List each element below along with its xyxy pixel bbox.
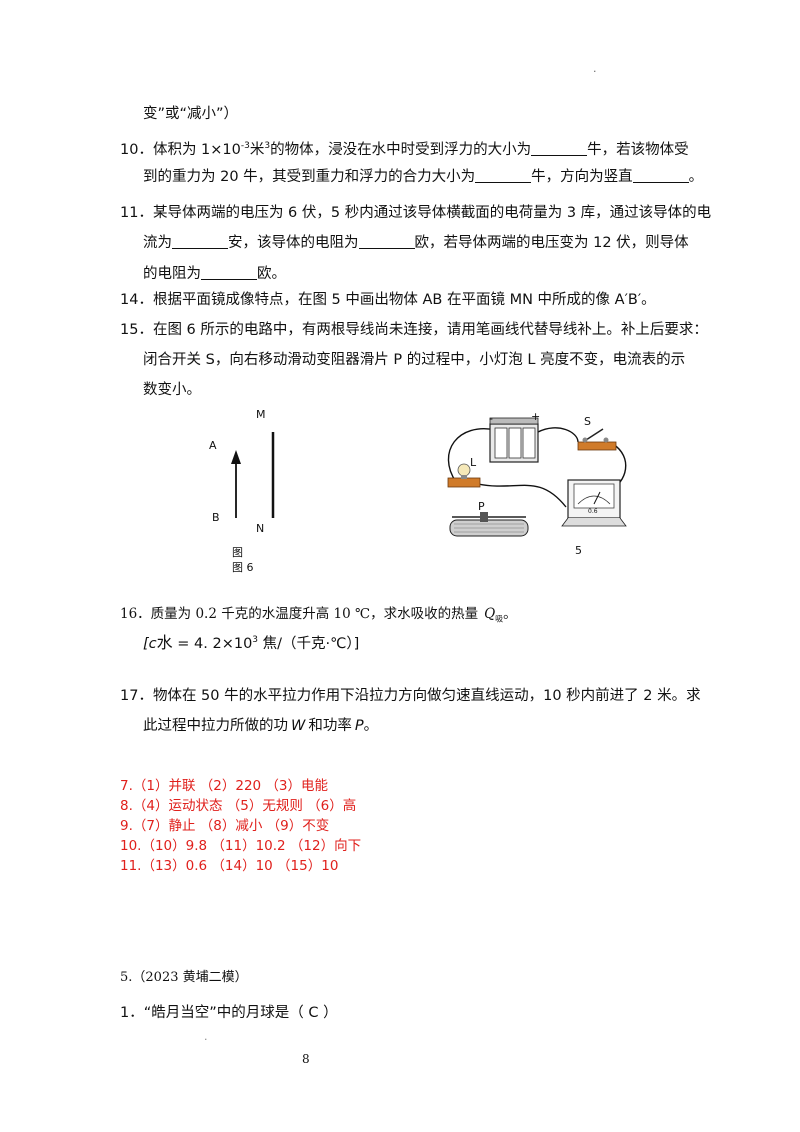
answer-line: 10.（10）9.8 （11）10.2 （12）向下 <box>120 838 362 854</box>
q17-line1: 17．物体在 50 牛的水平拉力作用下沿拉力方向做匀速直线运动，10 秒内前进了… <box>120 688 701 704</box>
q10-line2: 到的重力为 20 牛，其受到重力和浮力的合力大小为牛，方向为竖直。 <box>143 168 704 185</box>
mirror-diagram <box>231 432 275 518</box>
q11-blank-1[interactable] <box>172 234 228 249</box>
label-s: S <box>584 415 591 428</box>
label-plus: + <box>531 410 541 423</box>
ammeter-icon <box>561 479 627 527</box>
mirror-figure: A B M N 图 图 6 <box>195 400 315 580</box>
q1: 1．“皓月当空”中的月球是（ C ） <box>120 1005 338 1021</box>
q10-blank-2[interactable] <box>475 168 532 183</box>
label-a: A <box>209 439 217 452</box>
rheostat-icon <box>449 512 529 537</box>
page-number: 8 <box>302 1052 310 1066</box>
wire-lamp-meter <box>477 483 567 508</box>
footer-dot: . <box>204 1030 208 1043</box>
lamp-icon <box>447 463 481 488</box>
q9-tail: 变”或“减小”） <box>143 106 239 122</box>
header-dot: . <box>593 62 597 75</box>
label-minus: - <box>489 412 493 425</box>
q14: 14．根据平面镜成像特点，在图 5 中画出物体 AB 在平面镜 MN 中所成的像… <box>120 292 656 308</box>
section-title: 5.（2023 黄埔二模） <box>120 970 248 985</box>
q11-line3: 的电阻为欧。 <box>143 265 286 282</box>
label-l: L <box>470 456 477 469</box>
figure-caption-1: 图 <box>232 546 243 559</box>
q10-blank-1[interactable] <box>531 141 588 156</box>
q15-line2: 闭合开关 S，向右移动滑动变阻器滑片 P 的过程中，小灯泡 L 亮度不变，电流表… <box>143 352 686 368</box>
label-meter: 0.6 <box>588 508 598 515</box>
circuit-caption: 5 <box>575 544 582 557</box>
label-b: B <box>212 511 220 524</box>
q16-line2: [c水 = 4. 2×103 焦/（千克·℃）] <box>143 632 360 652</box>
q10-line1: 10．体积为 1×10-3米3的物体，浸没在水中时受到浮力的大小为牛，若该物体受 <box>120 141 689 158</box>
q10-blank-3[interactable] <box>632 168 689 183</box>
wire-top <box>537 427 579 443</box>
answer-line: 9.（7）静止 （8）减小 （9）不变 <box>120 818 330 834</box>
label-n: N <box>256 522 265 535</box>
arrow-head-icon <box>231 450 241 464</box>
answer-line: 11.（13）0.6 （14）10 （15）10 <box>120 858 339 874</box>
answer-line: 7.（1）并联 （2）220 （3）电能 <box>120 778 328 794</box>
wire-left <box>447 428 497 483</box>
q15-line3: 数变小。 <box>143 382 201 398</box>
q11-line2: 流为安，该导体的电阻为欧，若导体两端的电压变为 12 伏，则导体 <box>143 234 689 251</box>
figure-caption-2: 图 6 <box>232 561 254 574</box>
q11-line1: 11．某导体两端的电压为 6 伏，5 秒内通过该导体横截面的电荷量为 3 库，通… <box>120 205 712 221</box>
answer-line: 8.（4）运动状态 （5）无规则 （6）高 <box>120 798 357 814</box>
q15-line1: 15．在图 6 所示的电路中，有两根导线尚未连接，请用笔画线代替导线补上。补上后… <box>120 322 708 338</box>
switch-icon <box>577 428 617 451</box>
battery-icon <box>489 417 539 463</box>
q11-blank-3[interactable] <box>201 265 257 280</box>
circuit-figure: - + S L P 0.6 5 <box>438 410 638 562</box>
label-p: P <box>478 500 485 513</box>
circuit-diagram <box>447 417 627 537</box>
label-m: M <box>256 408 266 421</box>
q11-blank-2[interactable] <box>358 234 415 249</box>
